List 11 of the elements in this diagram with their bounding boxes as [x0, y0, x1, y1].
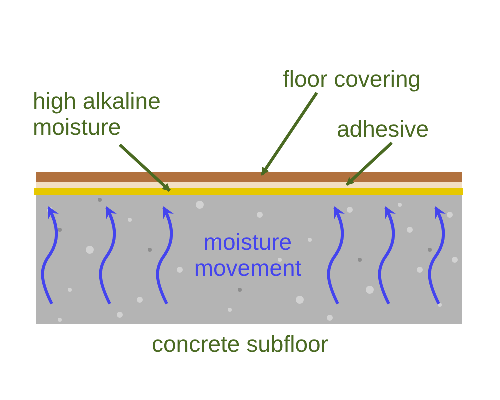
- leader-arrow: [118, 144, 172, 192]
- callout-label: adhesive: [337, 116, 462, 142]
- layer-label: concrete subfloor: [152, 331, 330, 357]
- callout-label: high alkaline moisture: [33, 88, 208, 140]
- floor-covering-layer: [36, 172, 462, 182]
- leader-arrow: [260, 92, 318, 176]
- annotation-text: moisture movement: [193, 229, 303, 281]
- leader-arrow: [346, 142, 394, 186]
- adhesive-layer: [36, 182, 462, 188]
- callout-label: floor covering: [283, 66, 468, 92]
- moisture-layer: [34, 188, 463, 195]
